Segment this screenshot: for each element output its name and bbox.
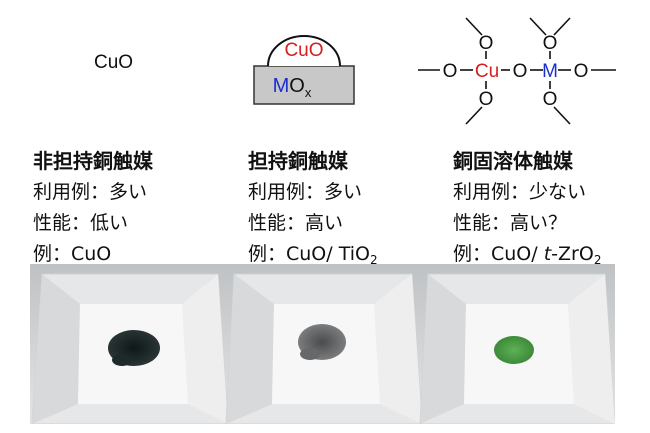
usage-text: 利用例：多い	[33, 177, 153, 208]
column-heading: 担持銅触媒	[248, 146, 378, 177]
solid-solution-column: 銅固溶体触媒 利用例：少ない 性能：高い？ 例：CuO/ t-ZrO2	[453, 146, 601, 276]
column-heading: 銅固溶体触媒	[453, 146, 601, 177]
example-text: 例：CuO/ TiO	[248, 243, 370, 265]
dish-supported	[226, 274, 422, 424]
unsupported-column: 非担持銅触媒 利用例：多い 性能：低い 例：CuO	[33, 146, 153, 270]
gray-powder-spill	[300, 348, 320, 360]
o-m-bottom: O	[543, 89, 558, 110]
performance-text: 性能：高い	[248, 208, 378, 239]
cu-atom: Cu	[475, 61, 499, 82]
green-cuo-zro2-powder	[494, 336, 534, 364]
o-left: O	[443, 61, 458, 82]
example-rest: -ZrO	[551, 243, 594, 265]
supported-catalyst-diagram: CuO MOx	[240, 20, 370, 112]
supported-column: 担持銅触媒 利用例：多い 性能：高い 例：CuO/ TiO2	[248, 146, 378, 276]
dish-solid-solution	[420, 274, 615, 424]
support-m-symbol: M	[273, 75, 290, 97]
sample-photo	[30, 264, 615, 424]
supported-cuo-text: CuO	[284, 40, 323, 61]
performance-text: 性能：高い？	[453, 208, 601, 239]
column-heading: 非担持銅触媒	[33, 146, 153, 177]
example-prefix: 例：CuO/	[453, 243, 544, 265]
usage-text: 利用例：多い	[248, 177, 378, 208]
o-right: O	[574, 61, 589, 82]
performance-text: 性能：低い	[33, 208, 153, 239]
o-m-top: O	[543, 33, 558, 54]
dish-unsupported	[32, 274, 228, 424]
o-cu-bottom: O	[479, 89, 494, 110]
support-x-sub: x	[305, 85, 312, 100]
usage-text: 利用例：少ない	[453, 177, 601, 208]
solid-solution-structure: O O O O O O O Cu M	[410, 6, 630, 132]
o-cu-top: O	[479, 33, 494, 54]
o-bridge: O	[513, 61, 528, 82]
m-atom: M	[542, 61, 558, 82]
unsupported-cuo-label: CuO	[94, 52, 133, 74]
black-cuo-powder-spill	[112, 354, 132, 366]
support-ox: O	[289, 75, 305, 97]
